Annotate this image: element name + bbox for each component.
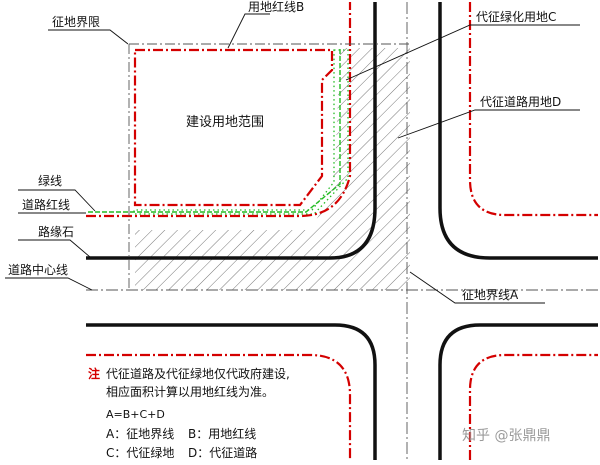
red-line-lower-left — [86, 353, 352, 460]
leader-road-D — [397, 109, 580, 139]
legend-c: C：代征绿地 — [106, 445, 174, 460]
red-line-lower-right — [468, 353, 598, 460]
note-line-2: 相应面积计算以用地红线为准。 — [106, 384, 274, 399]
leader-curb — [18, 239, 91, 258]
label-land-boundary-A: 征地界线A — [462, 288, 519, 302]
road-red-line-outer — [86, 2, 352, 218]
green-area-dots — [133, 49, 349, 215]
curb-upper-right — [438, 2, 598, 260]
red-line-building-parcel — [133, 48, 334, 207]
label-road-D: 代征道路用地D — [480, 94, 561, 109]
leader-red-line-B — [227, 13, 270, 49]
note-formula: A=B+C+D — [106, 408, 165, 421]
red-line-upper-right — [468, 2, 598, 217]
legend-b: B：用地红线 — [188, 426, 256, 441]
label-green-line: 绿线 — [38, 173, 62, 188]
leader-land-boundary-top — [48, 29, 129, 45]
label-green-C: 代征绿化用地C — [476, 9, 556, 24]
label-road-center: 道路中心线 — [8, 262, 68, 277]
legend-d: D：代征道路 — [188, 445, 257, 460]
leader-green-C — [345, 24, 580, 81]
leader-green-line — [18, 189, 96, 212]
label-land-boundary-top: 征地界限 — [52, 15, 100, 29]
leader-land-boundary-A — [409, 271, 545, 304]
note-line-1: 代征道路及代征绿地仅代政府建设, — [106, 366, 290, 381]
curb-lower-left — [86, 323, 377, 460]
legend-a: A：征地界线 — [106, 427, 174, 441]
label-building: 建设用地范围 — [186, 115, 264, 130]
leader-road-center — [5, 277, 93, 291]
label-red-line-B: 用地红线B — [248, 0, 304, 14]
label-road-red-line: 道路红线 — [22, 197, 70, 212]
curb-lower-right — [438, 323, 598, 460]
green-line — [88, 48, 341, 213]
watermark: 知乎 @张鼎鼎 — [462, 427, 550, 444]
note-marker: 注 — [88, 366, 100, 381]
curb-upper-left — [86, 2, 377, 260]
hatched-road-area — [135, 48, 410, 290]
label-curb: 路缘石 — [38, 224, 74, 239]
